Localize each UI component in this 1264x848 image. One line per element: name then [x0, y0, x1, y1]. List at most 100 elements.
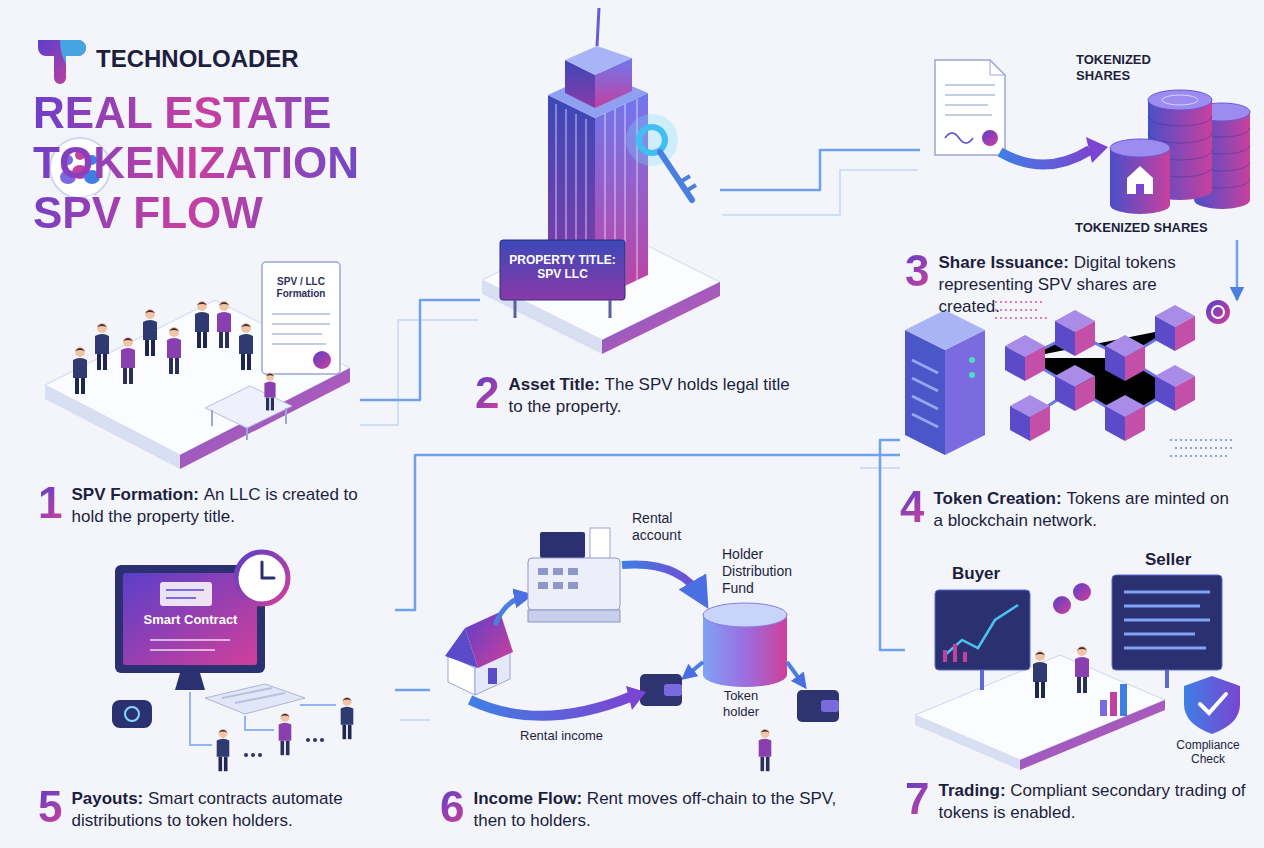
- payouts-scene-part: [244, 753, 248, 757]
- payouts-scene-part: [341, 697, 354, 739]
- role-label: Buyer: [952, 564, 1032, 584]
- payouts-scene-part: [112, 700, 152, 728]
- blockchain-scene-part: [995, 302, 1235, 456]
- formation-scene-part: [180, 368, 350, 469]
- trading-scene-part: [1124, 592, 1210, 648]
- payouts-scene-part: [279, 713, 292, 755]
- shares-scene-part: [982, 130, 998, 146]
- step-node: 4Token Creation:Tokens are minted on a b…: [900, 300, 1235, 470]
- formation-scene-part: [205, 386, 292, 428]
- payouts-scene-part: [236, 552, 288, 604]
- shares-scene-part: [945, 85, 995, 115]
- trading-scene-part: [1100, 700, 1107, 716]
- logo-icon-part: [38, 40, 86, 84]
- blockchain-scene-part-part: [1025, 328, 1175, 418]
- step-caption: 4Token Creation:Tokens are minted on a b…: [900, 486, 1240, 532]
- blockchain-scene-part: [905, 330, 945, 455]
- step-node: 6Income Flow:Rent moves off-chain to the…: [430, 512, 850, 780]
- screen-label: Smart Contract: [138, 612, 243, 628]
- step-caption: 7Trading:Compliant secondary trading of …: [905, 778, 1250, 824]
- blockchain-scene-part: [1105, 335, 1145, 381]
- shares-scene-part: [1162, 95, 1198, 105]
- circuit-connector: [720, 150, 920, 190]
- step-node: 5Payouts:Smart contracts automate distri…: [95, 548, 395, 778]
- formation-scene-part: [45, 300, 350, 455]
- building-scene-part: [626, 114, 678, 166]
- income-scene-part: [703, 603, 787, 627]
- step-number: 6: [440, 786, 464, 828]
- blockchain-scene-part: [1055, 310, 1095, 356]
- building-scene-part: [597, 8, 599, 46]
- step-caption: 5Payouts:Smart contracts automate distri…: [38, 786, 398, 832]
- check-label: Compliance Check: [1168, 738, 1248, 767]
- circuit-connector: [1236, 240, 1239, 300]
- income-scene-part-part: [538, 582, 548, 589]
- trading-scene-part: [1110, 692, 1117, 716]
- income-scene-part-part: [568, 568, 578, 575]
- building-scene-part: [482, 222, 720, 340]
- income-scene-part-part: [553, 582, 563, 589]
- income-scene-part: [664, 684, 682, 696]
- income-scene-part-part: [568, 582, 578, 589]
- trading-scene-part: [1020, 700, 1165, 770]
- building-scene-part: [515, 300, 610, 318]
- trading-scene-part: [1075, 646, 1089, 693]
- step-text: Income Flow:Rent moves off-chain to the …: [473, 786, 840, 832]
- shares-scene-part: [1127, 166, 1153, 194]
- blockchain-scene-part: [969, 357, 975, 363]
- blockchain-scene-part: [1005, 335, 1045, 381]
- payouts-scene-part: [306, 738, 310, 742]
- formation-scene-part: [313, 351, 331, 369]
- flow-label: Rental income: [520, 728, 630, 744]
- formation-scene-part: [217, 301, 231, 348]
- payouts-scene-part: [160, 582, 212, 606]
- circuit-connector: [880, 440, 905, 650]
- circuit-connector: [360, 300, 480, 400]
- step-number: 5: [38, 786, 62, 828]
- formation-scene-part: [239, 323, 253, 370]
- payouts-scene-part: [251, 753, 255, 757]
- step-caption: 3Share Issuance:Digital tokens represent…: [905, 250, 1215, 318]
- token-label: TOKENIZED SHARES: [1076, 52, 1166, 83]
- shares-scene-part: [1000, 150, 1090, 165]
- income-scene-part: [640, 674, 682, 706]
- blockchain-scene-part: [905, 310, 985, 350]
- trading-scene-part: [915, 715, 1020, 770]
- step-text: Payouts:Smart contracts automate distrib…: [71, 786, 398, 832]
- payouts-scene-part: [222, 688, 285, 703]
- formation-scene-part: [45, 385, 180, 469]
- income-scene: [445, 528, 839, 771]
- formation-scene-part: [143, 309, 157, 356]
- formation-scene-part: [73, 347, 87, 394]
- payouts-scene-part: [262, 562, 274, 578]
- trading-scene-part: [1073, 583, 1091, 601]
- blockchain-scene-part: [1155, 305, 1195, 351]
- diagram-title: REAL ESTATE TOKENIZATION SPV FLOW: [33, 88, 393, 238]
- step-heading: SPV Formation:: [71, 485, 199, 504]
- payouts-scene-part: [166, 590, 204, 598]
- step-text: Share Issuance:Digital tokens representi…: [938, 250, 1215, 318]
- step-caption: 1SPV Formation:An LLC is created to hold…: [38, 482, 388, 528]
- income-scene-part: [626, 686, 646, 710]
- blockchain-scene-part: [969, 372, 975, 378]
- step-caption: 6Income Flow:Rent moves off-chain to the…: [440, 786, 840, 832]
- trading-scene-part: [945, 644, 965, 662]
- income-scene-part: [759, 729, 772, 771]
- shares-scene-part: [1148, 90, 1212, 110]
- income-scene-part: [470, 697, 630, 716]
- formation-scene-part: [212, 408, 286, 440]
- payouts-scene-part: [150, 640, 230, 650]
- payouts-scene-part: [313, 738, 317, 742]
- circuit-connector: [395, 455, 900, 610]
- income-scene-part: [590, 528, 610, 560]
- brand-name: TECHNOLOADER: [96, 45, 356, 74]
- building-scene-part: [500, 240, 625, 300]
- trading-scene-part: [1112, 575, 1222, 670]
- circuit-connector: [395, 689, 430, 692]
- step-caption: 2Asset Title:The SPV holds legal title t…: [475, 372, 805, 418]
- blockchain-scene-part: [1155, 365, 1195, 411]
- step-heading: Payouts:: [71, 789, 143, 808]
- income-scene-part-part: [538, 568, 548, 575]
- building-scene: [482, 8, 720, 354]
